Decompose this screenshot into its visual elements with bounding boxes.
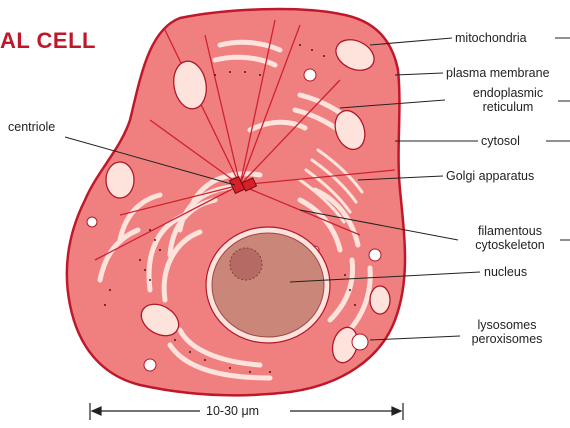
label-peroxisomes: peroxisomes (462, 332, 552, 346)
label-filamentous-line2: cytoskeleton (462, 238, 558, 252)
label-cytosol: cytosol (481, 134, 520, 148)
label-centriole: centriole (8, 120, 55, 134)
scale-bar-label: 10-30 μm (206, 404, 259, 418)
label-lysosomes: lysosomes (462, 318, 552, 332)
mitochondrion (370, 286, 390, 314)
label-golgi-apparatus: Golgi apparatus (446, 169, 534, 183)
label-filamentous-cytoskeleton: filamentous cytoskeleton (462, 224, 558, 252)
mitochondrion (106, 162, 134, 198)
label-nucleus: nucleus (484, 265, 527, 279)
nucleus (206, 227, 330, 343)
label-endoplasmic-reticulum: endoplasmic reticulum (466, 86, 550, 114)
label-mitochondria: mitochondria (455, 31, 527, 45)
label-lysosomes-peroxisomes: lysosomes peroxisomes (462, 318, 552, 346)
nucleolus (230, 248, 262, 280)
label-endoplasmic-line1: endoplasmic (466, 86, 550, 100)
label-plasma-membrane: plasma membrane (446, 66, 550, 80)
label-endoplasmic-line2: reticulum (466, 100, 550, 114)
label-filamentous-line1: filamentous (462, 224, 558, 238)
